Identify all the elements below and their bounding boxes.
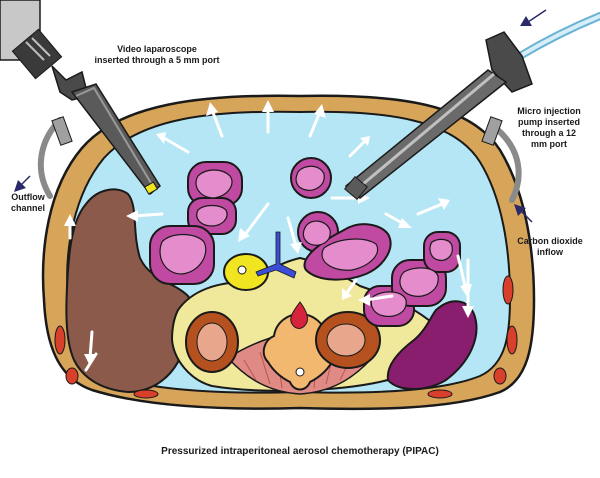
direction-arrows bbox=[14, 9, 547, 223]
co2-inflow-tube bbox=[481, 116, 522, 203]
portal-vein bbox=[255, 231, 297, 279]
injection-pump-icon bbox=[344, 12, 600, 200]
spleen bbox=[386, 300, 478, 390]
figure-caption: Pressurized intraperitoneal aerosol chem… bbox=[86, 442, 514, 462]
kidney-left bbox=[315, 311, 381, 369]
label-injection-pump: Micro injection pump inserted through a … bbox=[517, 106, 581, 149]
spinal-cord bbox=[290, 301, 309, 329]
bowel-mucosa bbox=[159, 165, 453, 317]
flow-arrow-icon bbox=[64, 100, 474, 372]
laparoscope-icon bbox=[0, 0, 161, 196]
outflow-channel bbox=[37, 116, 73, 199]
label-co2-inflow: Carbon dioxide inflow bbox=[517, 236, 583, 257]
label-outflow-channel: Outflow channel bbox=[10, 192, 45, 213]
wall-vessels bbox=[54, 275, 518, 399]
kidney-right bbox=[185, 311, 239, 373]
label-laparoscope: Video laparoscope inserted through a 5 m… bbox=[94, 44, 220, 65]
